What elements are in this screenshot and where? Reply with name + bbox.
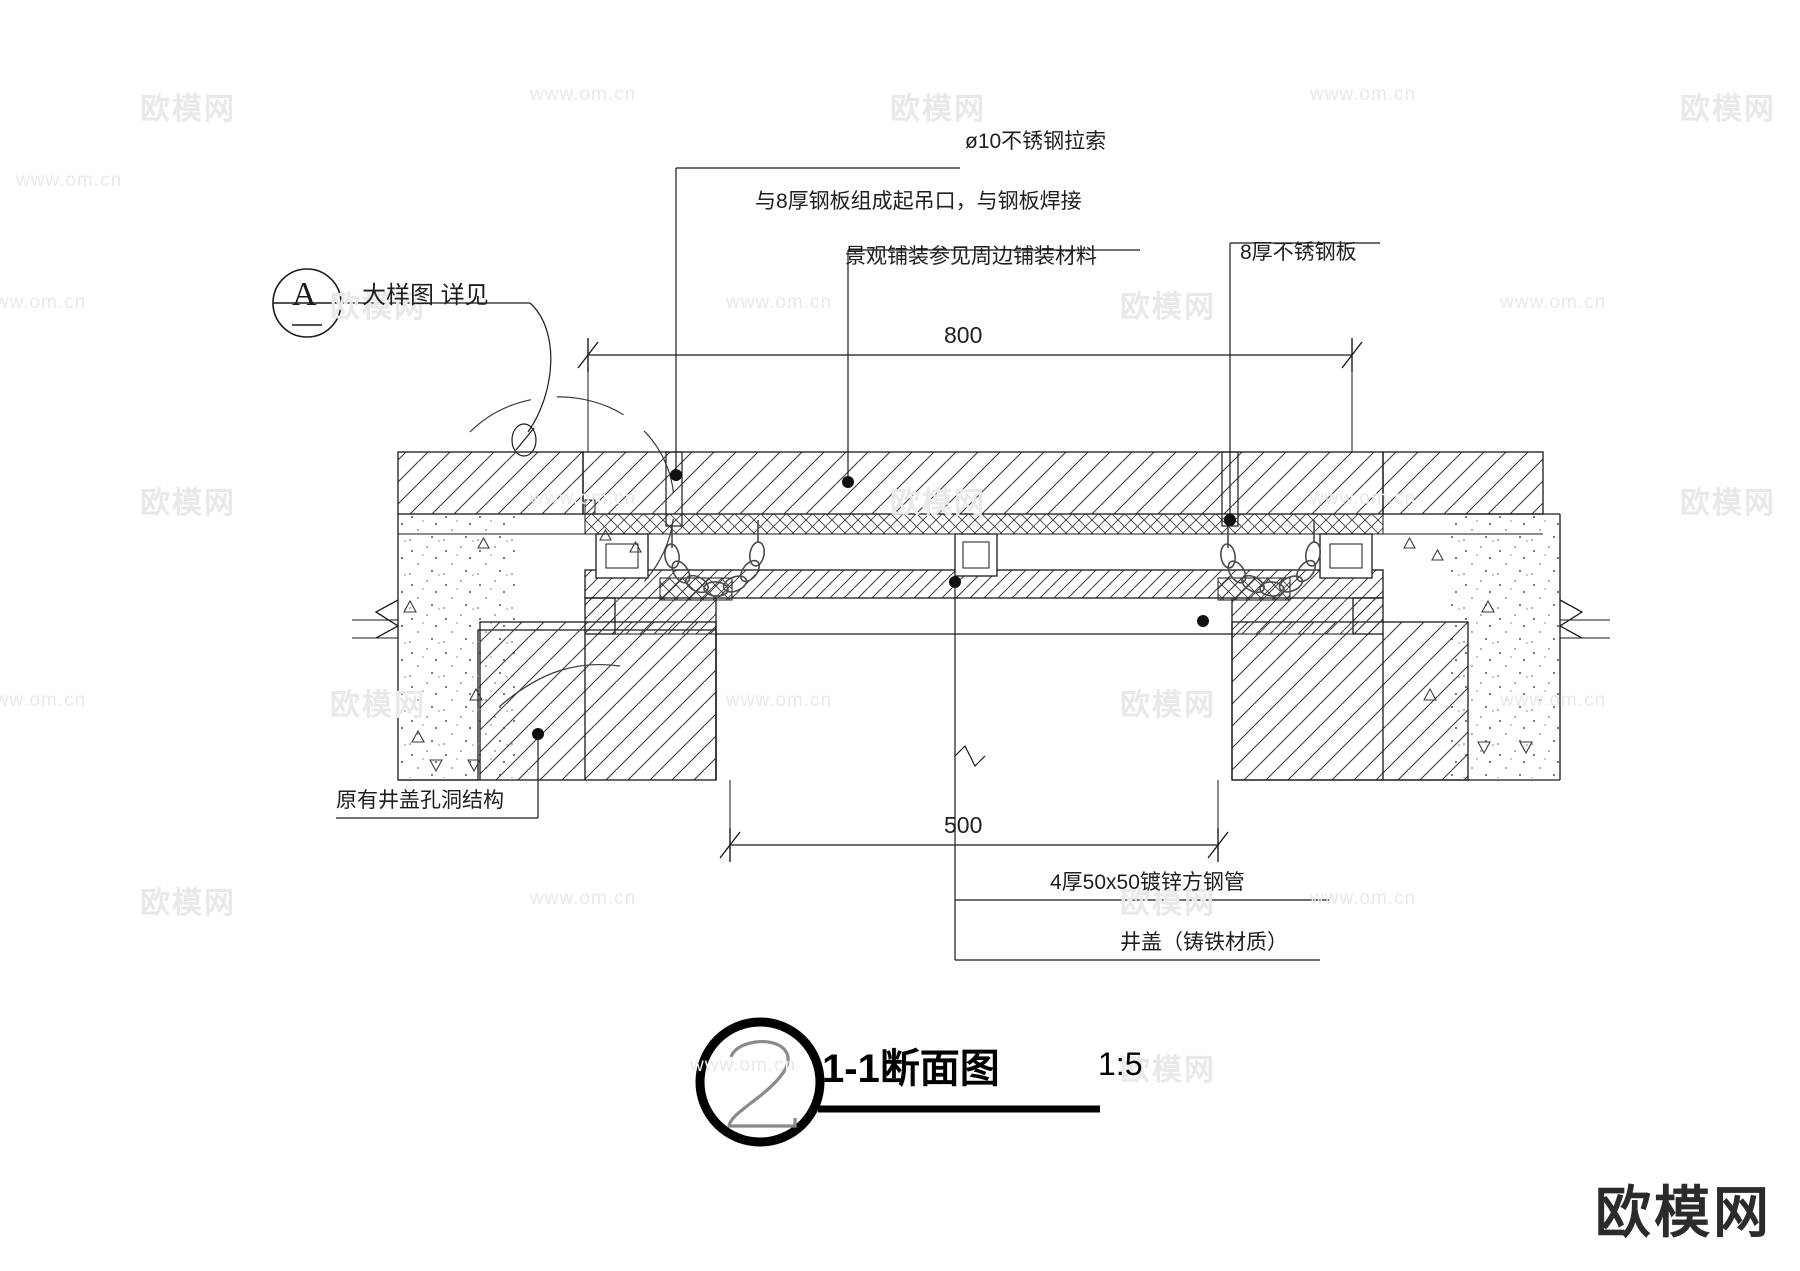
annotation-manhole-cover: 井盖（铸铁材质） xyxy=(1120,931,1288,954)
annotation-paving-note: 景观铺装参见周边铺装材料 xyxy=(845,245,1097,268)
annotation-cable: ø10不锈钢拉索 xyxy=(965,130,1107,153)
annotation-cable-note: 与8厚钢板组成起吊口，与钢板焊接 xyxy=(755,190,1082,213)
detail-callout-text: 大样图 详见 xyxy=(362,282,489,309)
section-title: 1-1断面图 xyxy=(822,1047,1000,1091)
annotation-steel-plate: 8厚不锈钢板 xyxy=(1240,241,1357,264)
detail-callout-letter: A xyxy=(292,276,317,313)
dimension-top-800: 800 xyxy=(944,322,983,348)
annotation-square-tube: 4厚50x50镀锌方钢管 xyxy=(1050,871,1245,894)
section-scale: 1:5 xyxy=(1098,1046,1143,1082)
annotation-existing-structure: 原有井盖孔洞结构 xyxy=(336,789,504,812)
brand-watermark: 欧模网 xyxy=(1595,1181,1772,1244)
dimension-bottom-500: 500 xyxy=(944,812,983,838)
